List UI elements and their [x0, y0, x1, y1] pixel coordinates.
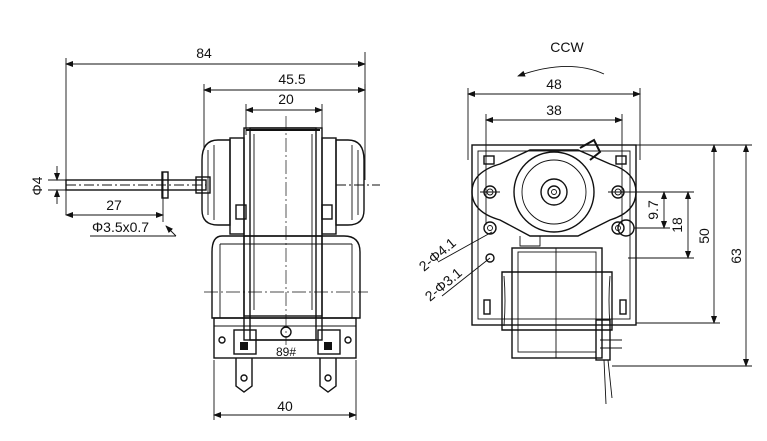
front-coil	[501, 247, 622, 405]
svg-text:45.5: 45.5	[278, 71, 305, 87]
dim-offset-small: 9.7	[628, 191, 670, 229]
svg-text:40: 40	[277, 398, 293, 414]
svg-text:Φ3.5x0.7: Φ3.5x0.7	[92, 219, 149, 235]
dim-hole-labels: 2-Φ4.1 2-Φ3.1	[416, 231, 493, 304]
svg-text:9.7: 9.7	[645, 200, 661, 220]
terminal-tabs	[235, 358, 337, 393]
dim-groove: Φ3.5x0.7	[90, 219, 177, 237]
dim-hole-spacing: 38	[485, 102, 623, 225]
marking-89: 89#	[276, 345, 296, 359]
svg-text:Φ4: Φ4	[29, 176, 45, 195]
right-bearing-housing	[235, 137, 380, 235]
motor-shaft	[65, 171, 211, 199]
svg-text:27: 27	[106, 197, 122, 213]
side-view: 84 45.5 20 Φ4 27	[29, 45, 380, 420]
dim-base-width: 40	[213, 360, 357, 420]
coil-body	[204, 235, 368, 319]
dim-offset-large: 18	[628, 191, 694, 259]
dim-hole-height: 50	[636, 144, 720, 324]
front-view: CCW 48 38	[416, 39, 752, 405]
stator-core	[243, 116, 323, 345]
dim-core-width: 45.5	[203, 71, 366, 150]
svg-text:84: 84	[196, 45, 212, 61]
front-frame	[471, 144, 637, 326]
svg-text:20: 20	[278, 91, 294, 107]
svg-text:48: 48	[546, 76, 562, 92]
dim-overall-height: 63	[612, 144, 752, 367]
svg-text:CCW: CCW	[550, 39, 584, 55]
svg-text:38: 38	[546, 102, 562, 118]
rotation-indicator: CCW	[517, 39, 605, 77]
svg-text:18: 18	[669, 217, 685, 233]
svg-text:63: 63	[728, 248, 744, 264]
svg-text:50: 50	[696, 228, 712, 244]
terminal-plate: 89#	[213, 317, 357, 359]
dim-frame-width: 48	[467, 76, 641, 160]
